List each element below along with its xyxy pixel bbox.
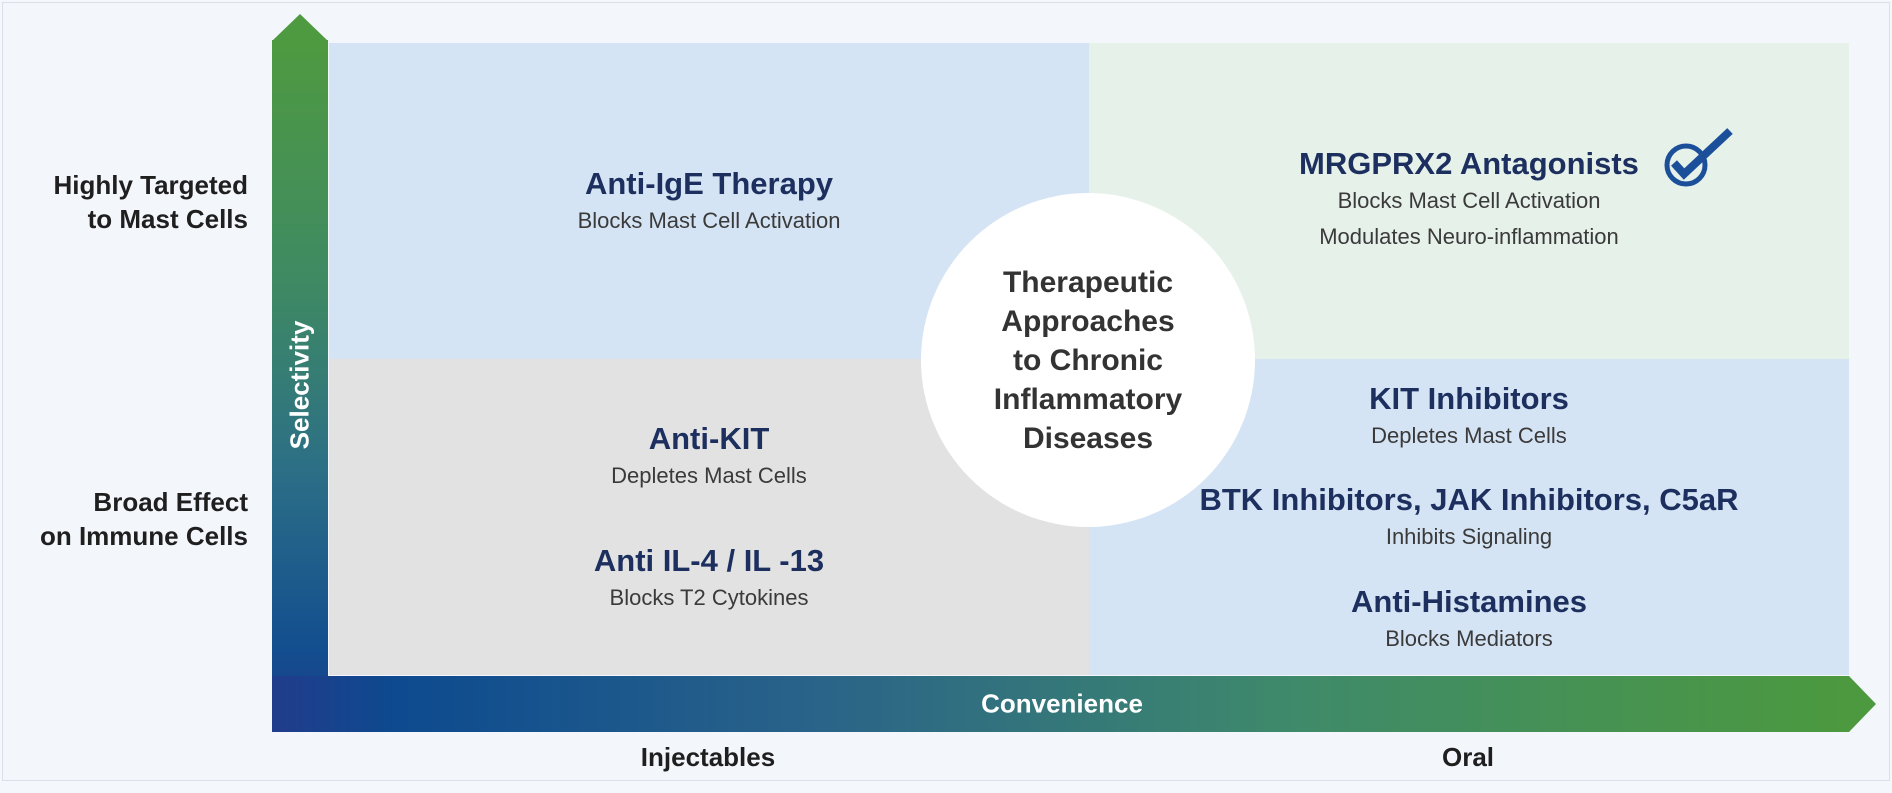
x-axis-left-label: Injectables	[640, 742, 776, 772]
therapy-title: KIT Inhibitors	[1369, 381, 1569, 416]
therapy-title: Anti-KIT	[648, 421, 770, 456]
x-axis-arrow	[272, 676, 1849, 732]
y-axis-top-label-line2: to Mast Cells	[87, 204, 248, 234]
therapy-anti-histamines: Anti-Histamines Blocks Mediators	[1089, 583, 1849, 657]
therapy-effect: Depletes Mast Cells	[611, 463, 807, 488]
therapy-title: MRGPRX2 Antagonists	[1299, 146, 1639, 181]
therapy-btk-jak-c5ar: BTK Inhibitors, JAK Inhibitors, C5aR Inh…	[1089, 481, 1849, 555]
y-axis-bottom-label-line1: Broad Effect	[93, 487, 248, 517]
therapy-title: Anti-Histamines	[1351, 584, 1587, 619]
therapy-title: BTK Inhibitors, JAK Inhibitors, C5aR	[1199, 482, 1739, 517]
therapy-effect: Inhibits Signaling	[1385, 524, 1553, 549]
y-axis-top-label-line1: Highly Targeted	[53, 170, 248, 200]
x-axis-right-label: Oral	[1441, 742, 1495, 772]
y-axis-top-label: Highly Targeted to Mast Cells	[53, 168, 248, 236]
therapy-effect: Depletes Mast Cells	[1371, 423, 1567, 448]
therapy-title: Anti-IgE Therapy	[584, 166, 833, 201]
therapy-anti-il4-il13: Anti IL-4 / IL -13 Blocks T2 Cytokines	[329, 542, 1089, 616]
therapy-kit-inhibitors: KIT Inhibitors Depletes Mast Cells	[1089, 380, 1849, 454]
y-axis-bottom-label: Broad Effect on Immune Cells	[40, 485, 248, 553]
therapy-effect: Blocks Mediators	[1385, 626, 1553, 651]
center-circle: Therapeutic Approaches to Chronic Inflam…	[921, 193, 1255, 527]
y-axis-bottom-label-line2: on Immune Cells	[39, 521, 248, 551]
therapy-effect: Blocks Mast Cell Activation	[577, 208, 841, 233]
check-circle-icon	[1664, 128, 1733, 187]
therapy-mrgprx2: MRGPRX2 Antagonists Blocks Mast Cell Act…	[1089, 145, 1849, 255]
y-axis-arrow	[272, 40, 328, 732]
therapy-effect: Blocks Mast Cell Activation	[1337, 188, 1601, 213]
therapy-anti-ige: Anti-IgE Therapy Blocks Mast Cell Activa…	[329, 165, 1089, 239]
y-axis-arrowhead	[272, 14, 328, 41]
y-axis-label: Selectivity	[284, 320, 315, 450]
x-axis-arrowhead	[1849, 676, 1876, 732]
center-title: Therapeutic Approaches to Chronic Inflam…	[993, 265, 1183, 455]
therapy-effect: Blocks T2 Cytokines	[609, 585, 809, 610]
therapy-anti-kit: Anti-KIT Depletes Mast Cells	[329, 420, 1089, 494]
x-axis-label: Convenience	[981, 688, 1143, 719]
therapy-effect: Modulates Neuro-inflammation	[1319, 224, 1619, 249]
therapy-title: Anti IL-4 / IL -13	[593, 543, 825, 578]
